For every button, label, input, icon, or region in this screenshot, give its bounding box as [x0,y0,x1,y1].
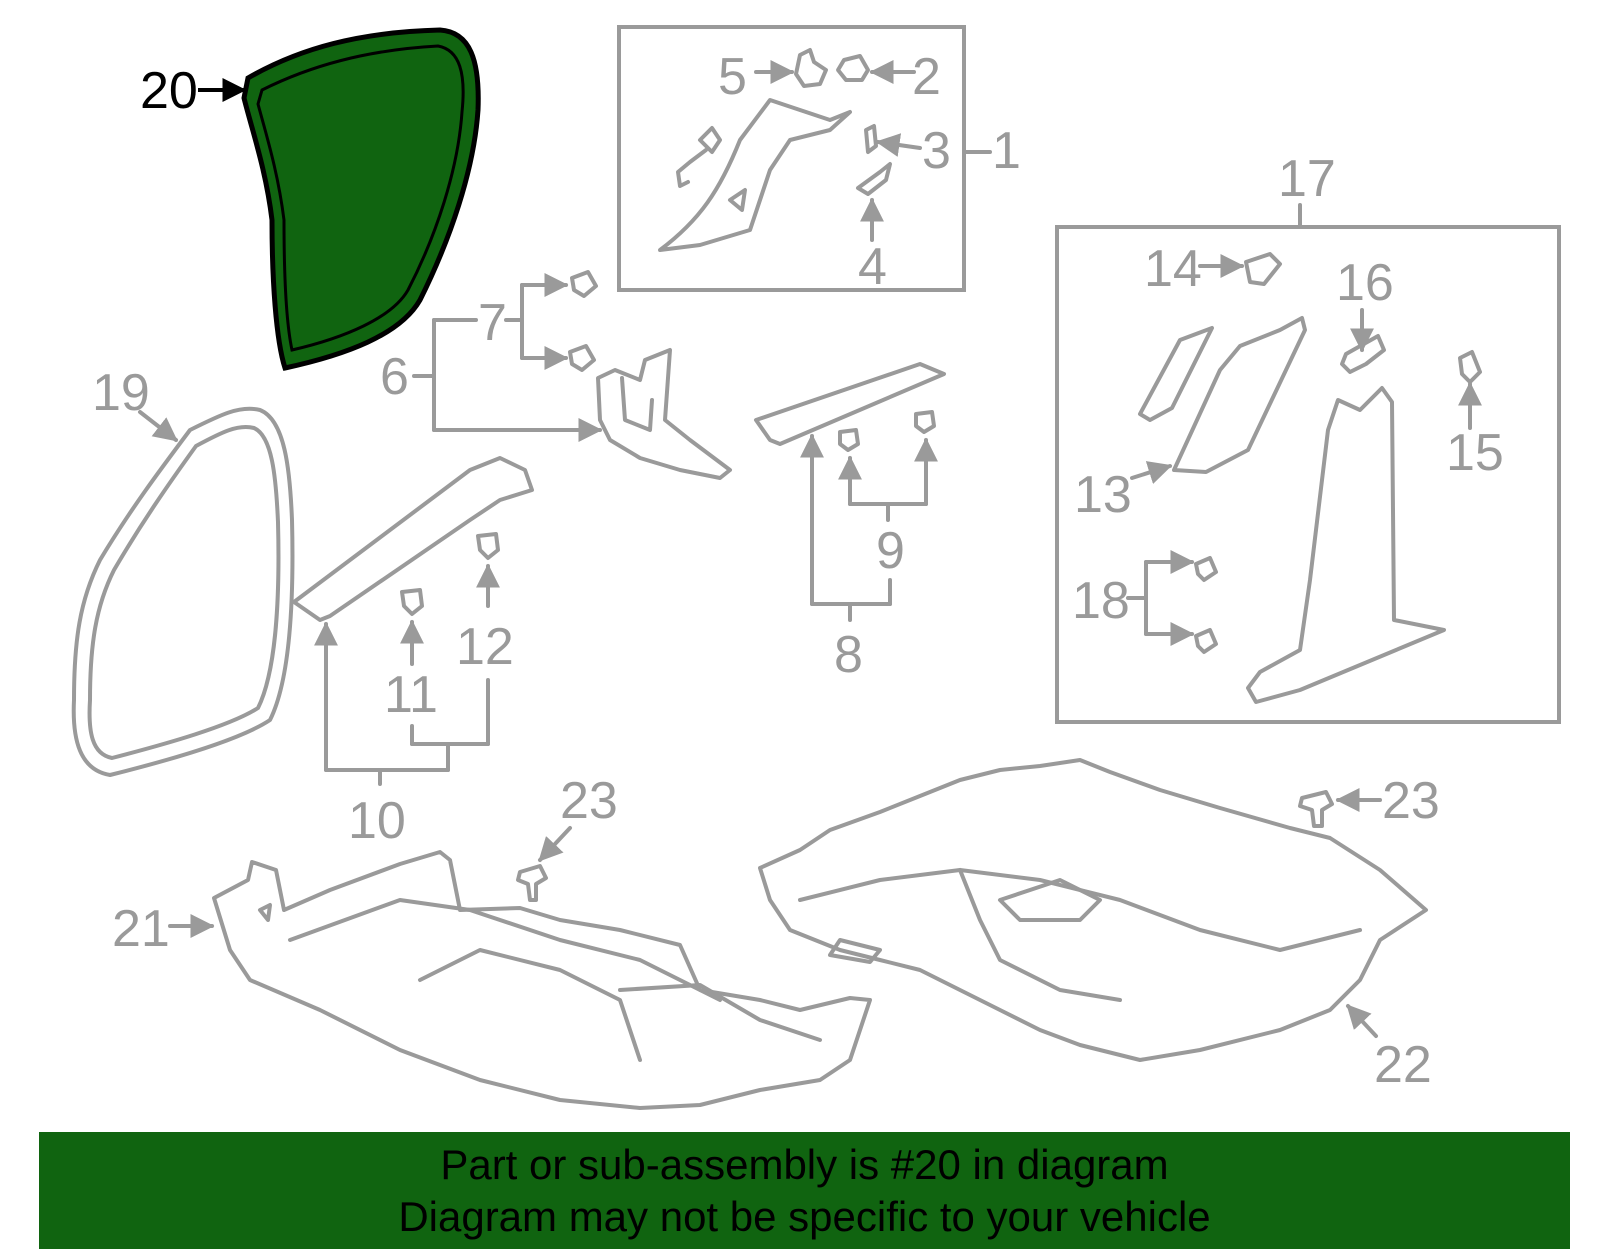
callout-15[interactable]: 15 [1446,424,1504,482]
part-21-front-carpet[interactable] [212,850,872,1110]
part-13-trim[interactable] [1172,316,1307,474]
part-11-clip[interactable] [400,588,424,616]
callout-19[interactable]: 19 [92,364,150,422]
callout-20[interactable]: 20 [140,62,198,120]
part-9-clip-right[interactable] [914,410,936,434]
part-15-clip[interactable] [1458,350,1482,384]
callout-11[interactable]: 11 [384,666,438,724]
part-2-clip[interactable] [836,54,870,82]
part-8-sill-plate[interactable] [754,362,946,446]
part-9-clip-left[interactable] [838,428,860,452]
callout-9[interactable]: 9 [876,522,905,580]
callout-10[interactable]: 10 [348,792,406,850]
part-5-clip[interactable] [794,48,828,88]
callout-16[interactable]: 16 [1336,254,1394,312]
callout-12[interactable]: 12 [456,618,514,676]
info-banner: Part or sub-assembly is #20 in diagram D… [39,1132,1570,1249]
callout-17[interactable]: 17 [1278,150,1336,208]
part-19-weatherstrip[interactable] [71,406,295,777]
callout-2[interactable]: 2 [912,48,941,106]
callout-7[interactable]: 7 [478,294,507,352]
callout-23b[interactable]: 23 [1382,772,1440,830]
part-1-pillar-trim[interactable] [658,98,852,252]
callout-1[interactable]: 1 [992,122,1021,180]
banner-line-2: Diagram may not be specific to your vehi… [398,1192,1211,1240]
part-22-rear-carpet[interactable] [758,758,1428,1062]
callout-21[interactable]: 21 [112,900,170,958]
part-17-pillar-trim[interactable] [1246,386,1446,704]
callout-22[interactable]: 22 [1374,1036,1432,1094]
group-box-17 [1055,225,1561,724]
callout-3[interactable]: 3 [922,122,951,180]
callout-5[interactable]: 5 [718,48,747,106]
part-7-clip-upper[interactable] [570,270,598,298]
part-3-clip[interactable] [864,124,878,154]
part-4-clip[interactable] [856,162,892,196]
callout-4[interactable]: 4 [858,238,887,296]
part-13-trim-small[interactable] [1138,326,1214,422]
part-14-clip[interactable] [1244,252,1282,286]
part-18-clip-upper[interactable] [1194,556,1218,582]
part-20-highlighted[interactable] [241,27,481,371]
callout-14[interactable]: 14 [1144,240,1202,298]
callout-8[interactable]: 8 [834,626,863,684]
callout-13[interactable]: 13 [1074,466,1132,524]
part-10-sill-trim[interactable] [292,456,534,622]
part-1-clip[interactable] [676,126,722,188]
part-6-kick-panel[interactable] [596,348,732,480]
part-12-clip[interactable] [476,532,500,560]
callout-6[interactable]: 6 [380,348,409,406]
part-23-clip-front[interactable] [516,864,548,902]
group-box-1 [617,25,966,292]
part-18-clip-lower[interactable] [1194,628,1218,654]
callout-18[interactable]: 18 [1072,572,1130,630]
callout-23a[interactable]: 23 [560,772,618,830]
part-7-clip-lower[interactable] [568,344,596,372]
banner-line-1: Part or sub-assembly is #20 in diagram [440,1140,1169,1188]
part-23-clip-rear[interactable] [1298,790,1334,828]
